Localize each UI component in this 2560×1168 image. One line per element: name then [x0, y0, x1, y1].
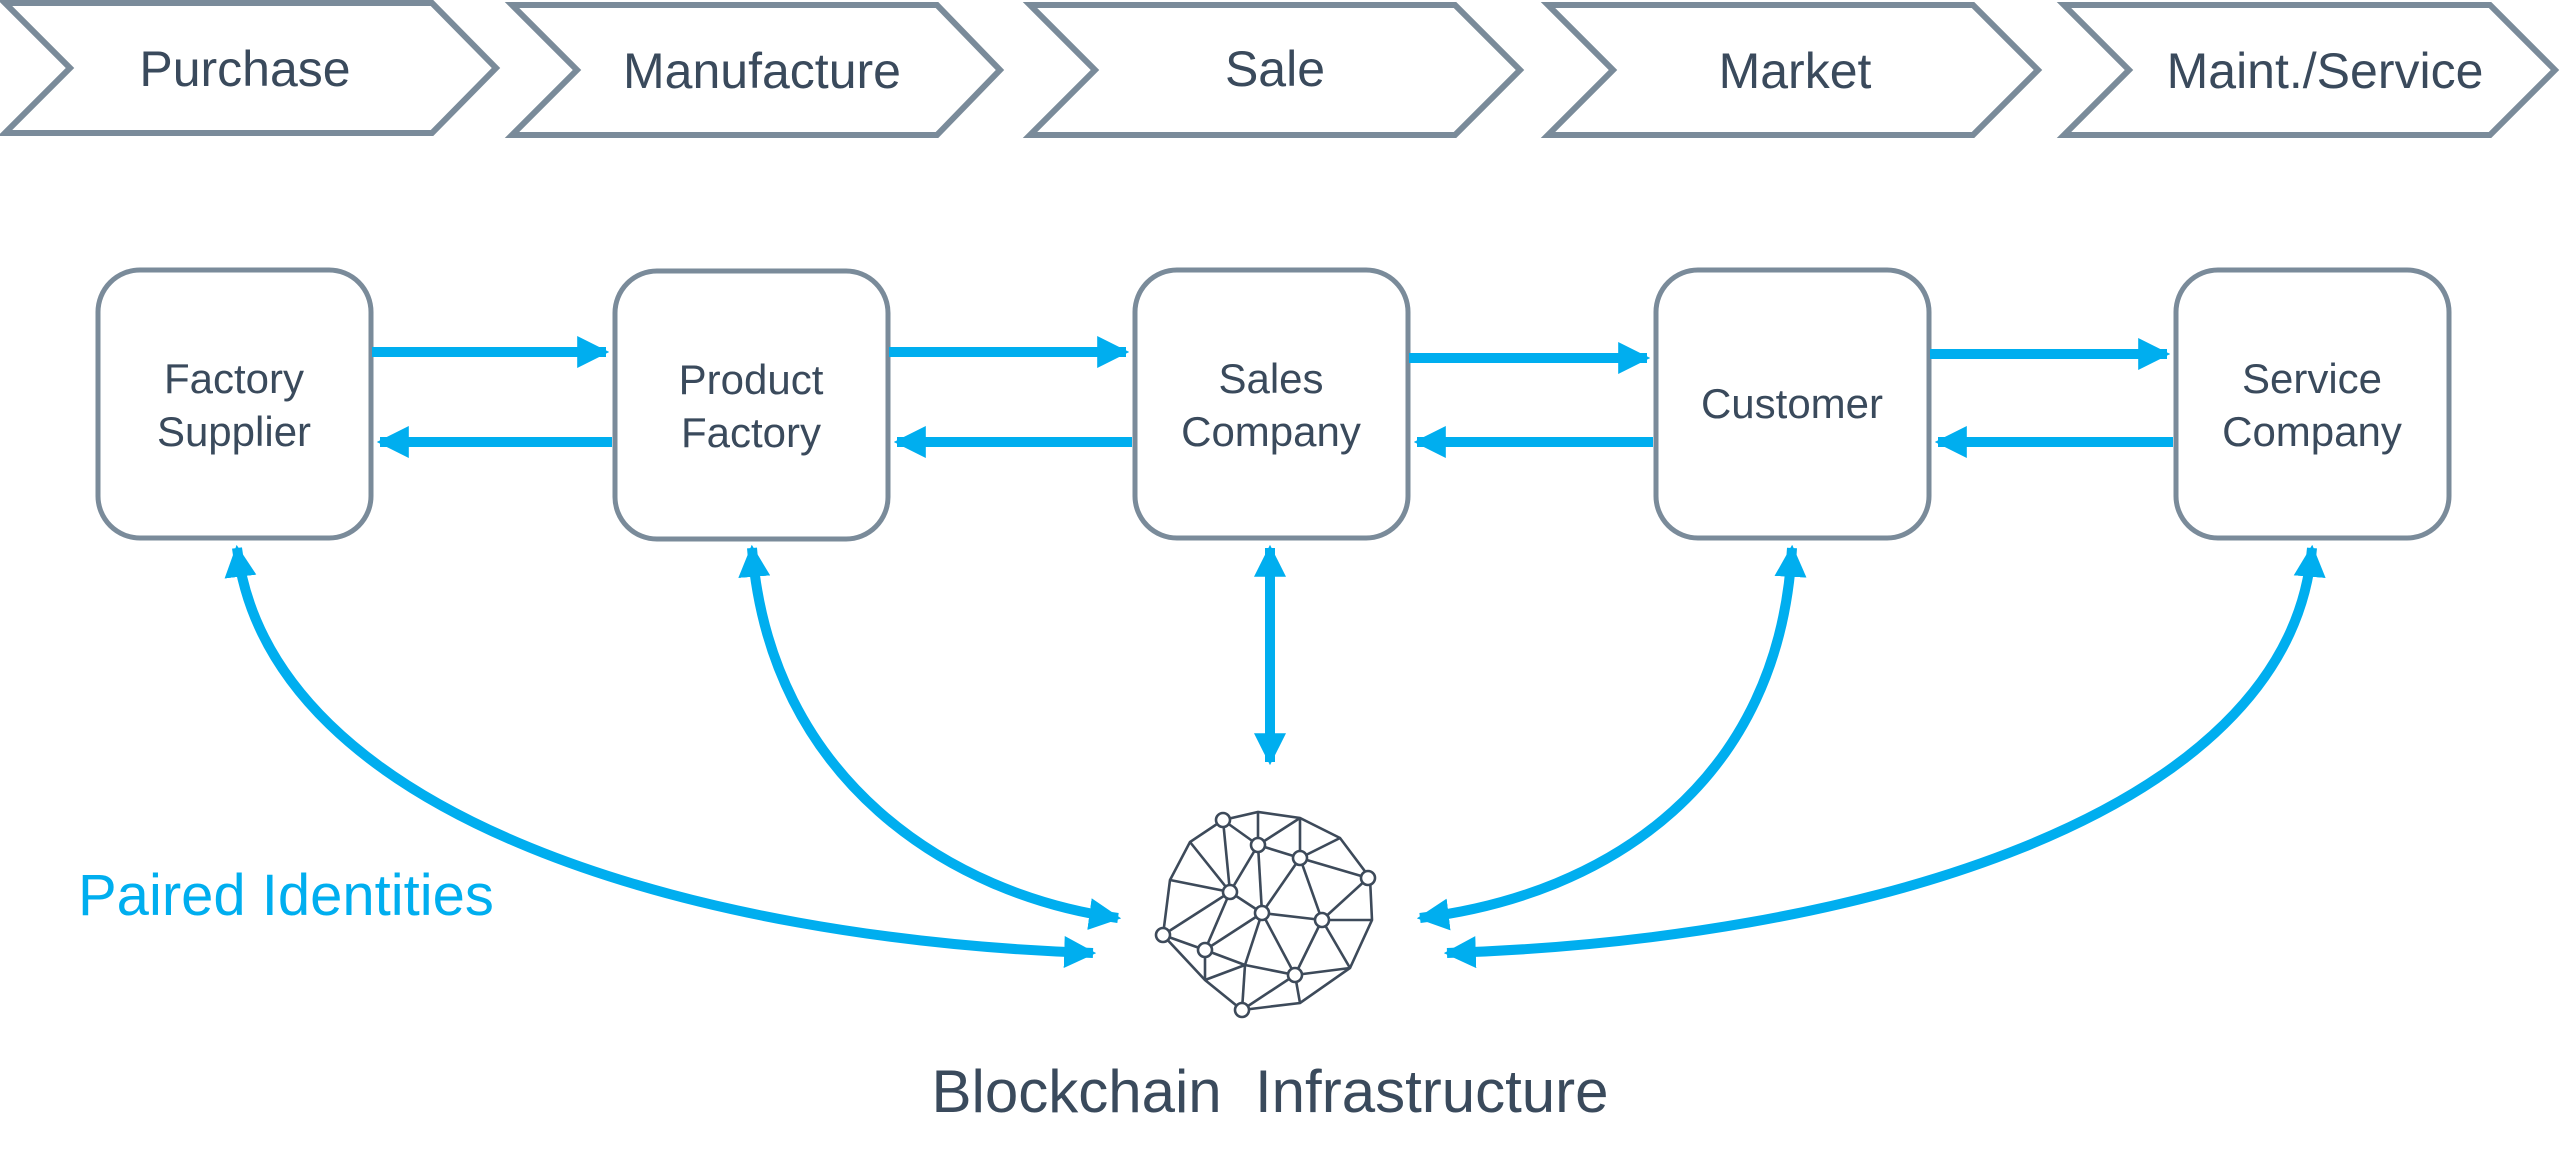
identity-link-service-company: [1443, 544, 2326, 969]
participant-nodes: Factory Supplier Product Factory Sales C…: [95, 267, 2452, 542]
node-label-line: Company: [1181, 408, 1361, 455]
node-label-line: Customer: [1701, 380, 1883, 427]
stage-maint-service: Maint./Service: [2056, 2, 2560, 138]
stage-sale: Sale: [1022, 2, 1525, 138]
identity-link-factory-supplier: [224, 544, 1097, 969]
stage-purchase: Purchase: [0, 0, 501, 136]
node-label-line: Factory: [681, 409, 821, 456]
node-label-line: Factory: [164, 355, 304, 402]
node-label-line: Company: [2222, 408, 2402, 455]
node-label-line: Product: [679, 356, 824, 403]
blockchain-network-icon: [1154, 810, 1377, 1019]
node-label-line: Sales: [1218, 355, 1323, 402]
stage-label: Manufacture: [623, 43, 901, 99]
identity-link-customer: [1416, 544, 1807, 931]
identity-links: [224, 544, 2326, 969]
stage-market: Market: [1540, 2, 2043, 138]
node-label-line: Service: [2242, 355, 2382, 402]
stage-label: Sale: [1225, 41, 1325, 97]
node-product-factory: Product Factory: [612, 268, 891, 542]
node-sales-company: Sales Company: [1132, 267, 1411, 541]
node-customer: Customer: [1653, 267, 1932, 541]
stage-label: Maint./Service: [2167, 43, 2484, 99]
stage-label: Market: [1719, 43, 1872, 99]
stage-manufacture: Manufacture: [504, 2, 1005, 138]
stage-chevron-bar: Purchase Manufacture Sale Market Maint./…: [0, 0, 2560, 138]
node-label-line: Supplier: [157, 408, 311, 455]
paired-identities-label: Paired Identities: [78, 863, 494, 928]
node-service-company: Service Company: [2173, 267, 2452, 541]
stage-label: Purchase: [139, 41, 350, 97]
identity-link-product-factory: [738, 544, 1122, 930]
node-factory-supplier: Factory Supplier: [95, 267, 374, 541]
infrastructure-label: Blockchain Infrastructure: [932, 1058, 1609, 1125]
flow-arrows: [372, 335, 2173, 459]
